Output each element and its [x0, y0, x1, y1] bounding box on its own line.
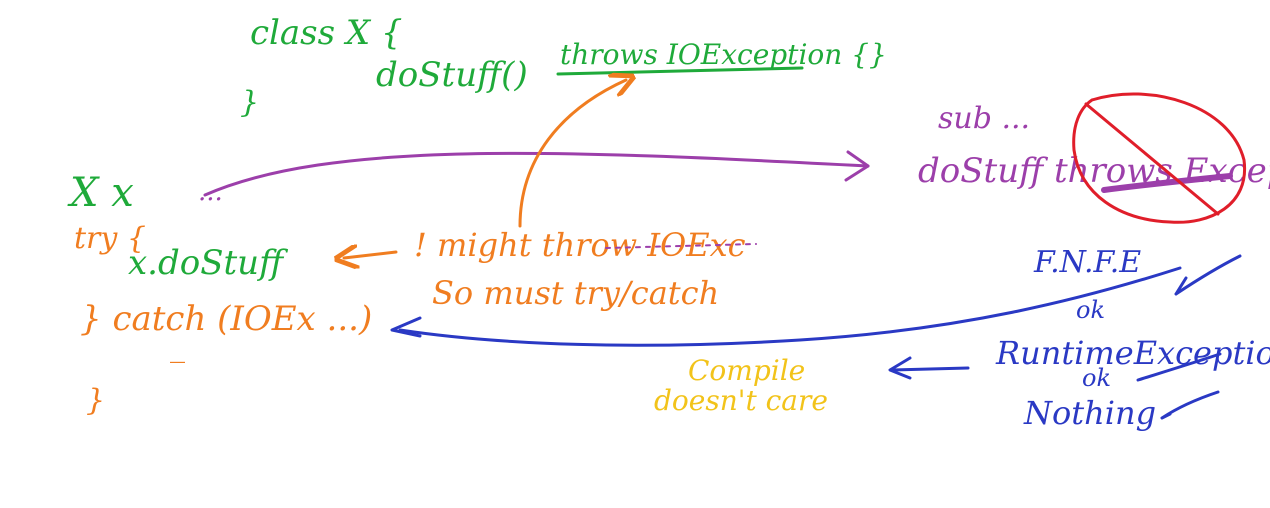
subclass-arrow-head	[844, 150, 870, 182]
variable-declaration: X x	[67, 170, 134, 216]
catch-link-arrow	[398, 266, 1182, 347]
not-allowed-mark	[1072, 92, 1247, 224]
class-declaration: class X {	[250, 13, 403, 53]
compile-arrow-head	[888, 356, 912, 380]
catch-link-arrowhead	[390, 316, 422, 338]
fnfe-ok: ok	[1076, 296, 1105, 324]
method-call: x.doStuff	[128, 243, 288, 283]
so-must-note: So must try/catch	[432, 274, 719, 312]
override-declaration: doStuff throws Exception	[918, 151, 1270, 191]
compile-arrow-line	[890, 366, 970, 372]
method-declaration: doStuff()	[376, 55, 528, 95]
red-slash	[1084, 102, 1220, 216]
runtime-exception-label: RuntimeException	[995, 334, 1270, 372]
compile-note-line2: doesn't care	[654, 384, 828, 417]
try-open: try {	[74, 221, 146, 256]
nothing-label: Nothing	[1023, 394, 1156, 432]
compile-note: Compile doesn't care	[654, 354, 828, 417]
throws-underline	[556, 66, 804, 76]
call-arrow	[344, 252, 398, 258]
red-circle	[1072, 92, 1247, 224]
nothing-check	[1160, 390, 1220, 420]
try-catch-block: try { x.doStuff } catch (IOEx ...) _ }	[74, 221, 372, 418]
fnfe-label: F.N.F.E	[1033, 245, 1141, 280]
subclass-arrow-line	[203, 151, 870, 197]
catch-body: _	[170, 329, 185, 364]
subclass-declaration: sub ...	[938, 101, 1030, 136]
throws-clause: throws IOException {}	[560, 38, 887, 71]
throws-link-arrow	[518, 80, 626, 228]
base-class-block: class X { doStuff() throws IOException {…	[240, 13, 887, 120]
compile-note-line1: Compile	[688, 354, 805, 387]
runtime-check	[1136, 352, 1222, 382]
runtime-ok: ok	[1082, 364, 1111, 392]
exception-underline	[1101, 173, 1233, 193]
subclass-block: sub ... doStuff throws Exception	[918, 101, 1270, 193]
class-close-brace: }	[240, 85, 259, 120]
allowed-exceptions-block: F.N.F.E ok RuntimeException ok Nothing	[995, 245, 1270, 432]
catch-clause: } catch (IOEx ...)	[80, 299, 372, 339]
usage-close-brace: }	[86, 383, 105, 418]
fnfe-check	[1174, 254, 1242, 296]
